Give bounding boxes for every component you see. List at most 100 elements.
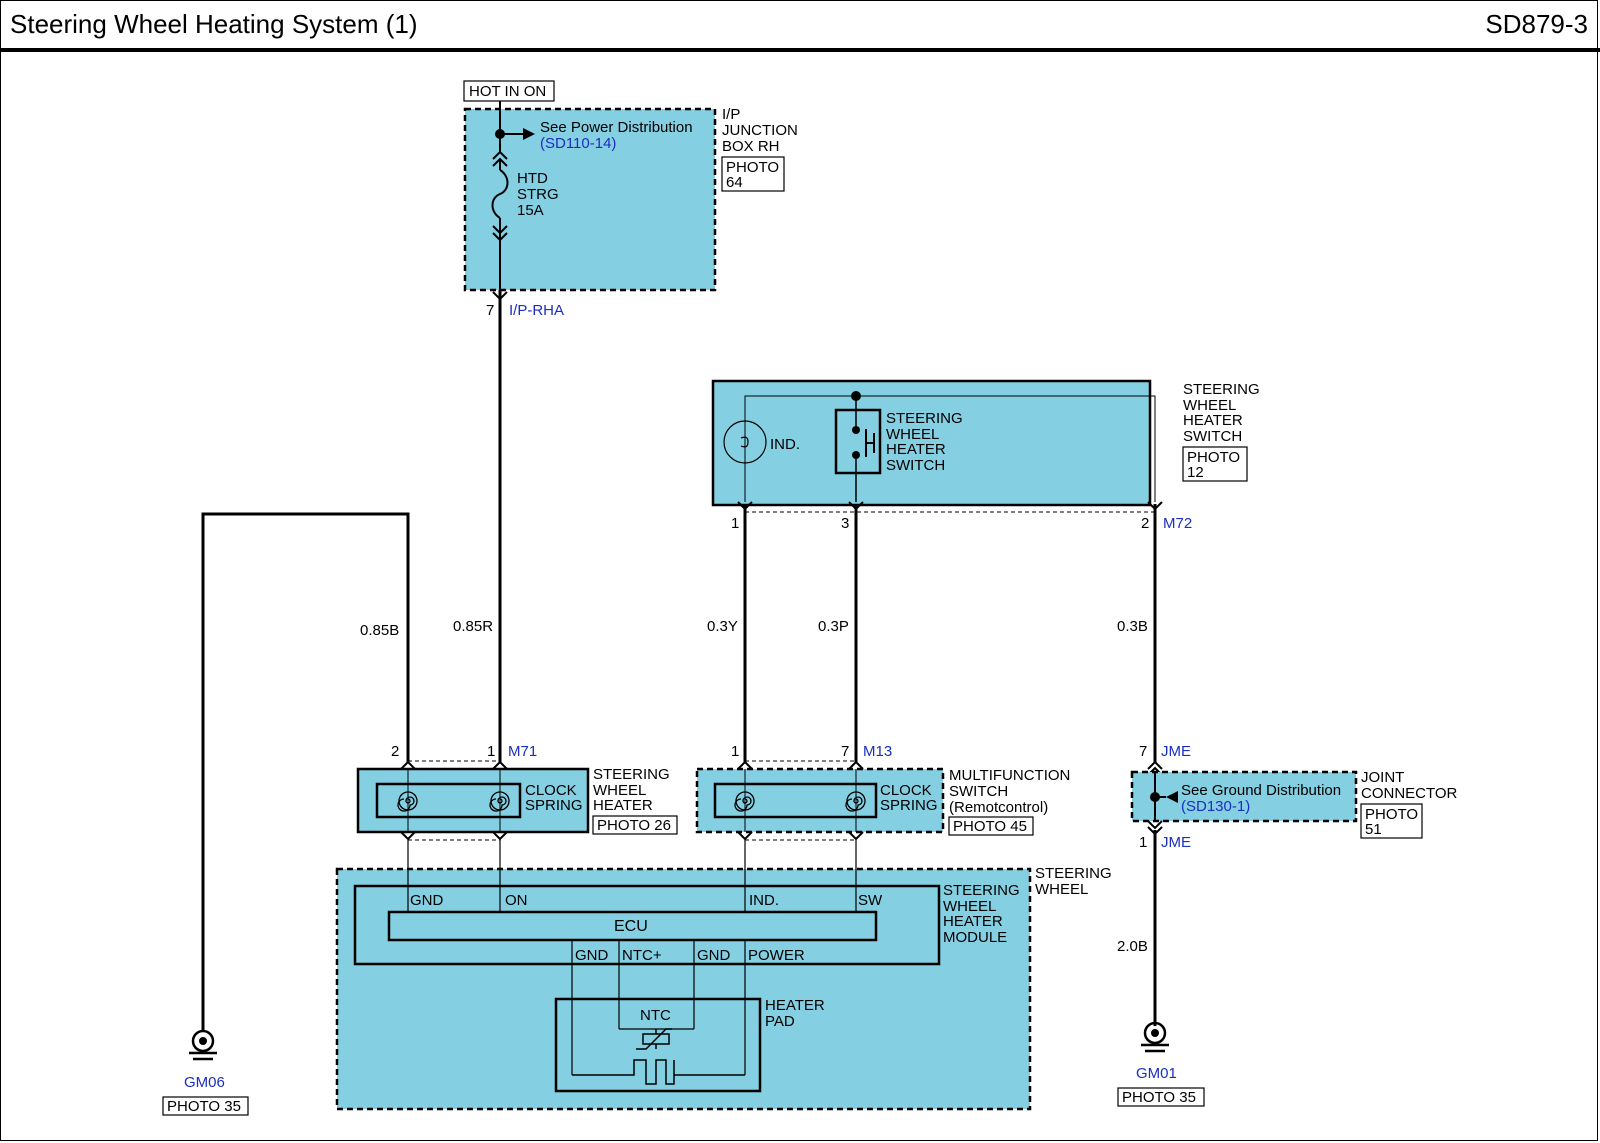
connector-ip-rha: 7 I/P-RHA <box>486 291 564 319</box>
switch-name-1: STEERING <box>1183 381 1260 398</box>
clock-right-label-2: SPRING <box>880 797 938 814</box>
m71-pin-2: 2 <box>391 743 399 760</box>
wire-085r-label: 0.85R <box>453 618 493 635</box>
fuse-line-3: 15A <box>517 202 544 219</box>
heater-pad: HEATER PAD NTC <box>554 997 825 1093</box>
joint-connector: 7 JME See Ground Distribution (SD130-1) … <box>1130 743 1458 851</box>
term-on: ON <box>505 892 528 909</box>
term-gnd-top: GND <box>410 892 444 909</box>
switch-name-2: WHEEL <box>1183 397 1236 414</box>
module-name-2: WHEEL <box>943 898 996 915</box>
wire-085b-label: 0.85B <box>360 622 399 639</box>
ground-gm01: GM01 PHOTO 35 <box>1117 1021 1205 1107</box>
ecu-label: ECU <box>614 918 648 935</box>
clock-left-label-1: CLOCK <box>525 782 577 799</box>
photo-51-line-1: PHOTO <box>1365 806 1418 823</box>
module-name-3: HEATER <box>943 913 1003 930</box>
ground-gm06: GM06 PHOTO 35 <box>162 1029 249 1116</box>
joint-name-1: JOINT <box>1361 769 1404 786</box>
term-gnd-bottom-2: GND <box>697 947 731 964</box>
photo-26-box <box>592 815 678 835</box>
spiral-icon <box>734 791 755 812</box>
fuse-line-2: STRG <box>517 186 559 203</box>
term-ntc-plus: NTC+ <box>622 947 662 964</box>
clock-right-name-1: MULTIFUNCTION <box>949 767 1070 784</box>
clock-spring-left: 2 1 M71 CLOCK SPRING STEERING WHEEL HEAT… <box>356 743 678 841</box>
gm06-photo-box <box>162 1096 249 1116</box>
junction-box-name-2: JUNCTION <box>722 122 798 139</box>
module-name-1: STEERING <box>943 882 1020 899</box>
spiral-icon <box>845 791 866 812</box>
junction-box-name-3: BOX RH <box>722 138 780 155</box>
term-gnd-bottom-1: GND <box>575 947 609 964</box>
wire-03y-label: 0.3Y <box>707 618 738 635</box>
m13-pin-7: 7 <box>841 743 849 760</box>
jme-bottom-label: JME <box>1161 834 1191 851</box>
page-title: Steering Wheel Heating System (1) <box>10 9 418 39</box>
wire-03b-label: 0.3B <box>1117 618 1148 635</box>
switch-inner-label-4: SWITCH <box>886 457 945 474</box>
m13-connector-label: M13 <box>863 743 892 760</box>
clock-left-label-2: SPRING <box>525 797 583 814</box>
photo-12-box <box>1182 446 1248 482</box>
clock-right-label-1: CLOCK <box>880 782 932 799</box>
arrow-right-icon <box>523 128 535 140</box>
clock-left-name-1: STEERING <box>593 766 670 783</box>
photo-12-line-1: PHOTO <box>1187 449 1240 466</box>
photo-12-line-2: 12 <box>1187 464 1204 481</box>
m71-pin-1: 1 <box>487 743 495 760</box>
jme-top-pin: 7 <box>1139 743 1147 760</box>
m72-connector-label: M72 <box>1163 515 1192 532</box>
see-power-ref-link[interactable]: (SD110-14) <box>540 135 616 152</box>
photo-45-label: PHOTO 45 <box>953 818 1027 835</box>
clock-spring-right: 1 7 M13 CLOCK SPRING MULTIFUNCTION SWITC… <box>695 743 1070 841</box>
switch-name-3: HEATER <box>1183 412 1243 429</box>
m13-pin-1: 1 <box>731 743 739 760</box>
hot-in-on-label: HOT IN ON <box>469 83 546 100</box>
see-ground-ref-link[interactable]: (SD130-1) <box>1181 798 1250 815</box>
jme-top-label: JME <box>1161 743 1191 760</box>
ip-rha-connector-label: I/P-RHA <box>509 302 564 319</box>
heating-element-icon <box>572 1059 745 1085</box>
wheel-name-2: WHEEL <box>1035 881 1088 898</box>
page-id: SD879-3 <box>1485 9 1588 39</box>
fuse-line-1: HTD <box>517 170 548 187</box>
photo-26-label: PHOTO 26 <box>597 817 671 834</box>
gm01-photo-label: PHOTO 35 <box>1122 1089 1196 1106</box>
ecu-box <box>387 910 878 942</box>
gm01-photo-box <box>1117 1087 1205 1107</box>
term-ind: IND. <box>749 892 779 909</box>
ground-icon <box>1141 1021 1169 1053</box>
indicator-lamp-icon <box>723 420 767 464</box>
hot-in-on-box <box>463 80 555 102</box>
spiral-icon <box>397 791 418 812</box>
photo-45-box <box>948 816 1034 836</box>
switch-name-4: SWITCH <box>1183 428 1242 445</box>
module-name-4: MODULE <box>943 929 1007 946</box>
ind-label: IND. <box>770 436 800 453</box>
thermistor-icon <box>636 1028 672 1050</box>
wire-20b-label: 2.0B <box>1117 938 1148 955</box>
switch-inner-label-1: STEERING <box>886 410 963 427</box>
switch-inner-label-2: WHEEL <box>886 426 939 443</box>
joint-name-2: CONNECTOR <box>1361 785 1458 802</box>
m72-pin-2: 2 <box>1141 515 1149 532</box>
see-power-text: See Power Distribution <box>540 119 693 136</box>
clock-right-name-2: SWITCH <box>949 783 1008 800</box>
arrow-left-icon <box>1166 791 1178 803</box>
junction-box-name-1: I/P <box>722 106 740 123</box>
pushbutton-switch-icon <box>834 408 882 475</box>
m71-connector-label: M71 <box>508 743 537 760</box>
photo-64-line-2: 64 <box>726 174 743 191</box>
connector-m72: 1 3 2 M72 <box>731 501 1192 532</box>
heater-module: STEERING WHEEL HEATER MODULE GND ON IND.… <box>353 882 1020 1075</box>
wires <box>201 290 1157 1032</box>
gm01-label: GM01 <box>1136 1065 1177 1082</box>
ntc-label: NTC <box>640 1007 671 1024</box>
wheel-name-1: STEERING <box>1035 865 1112 882</box>
m72-pin-3: 3 <box>841 515 849 532</box>
gm06-label: GM06 <box>184 1074 225 1091</box>
clock-left-name-2: WHEEL <box>593 782 646 799</box>
clock-right-name-3: (Remotcontrol) <box>949 799 1048 816</box>
steering-wheel-assembly: STEERING WHEEL STEERING WHEEL HEATER MOD… <box>335 840 1112 1111</box>
